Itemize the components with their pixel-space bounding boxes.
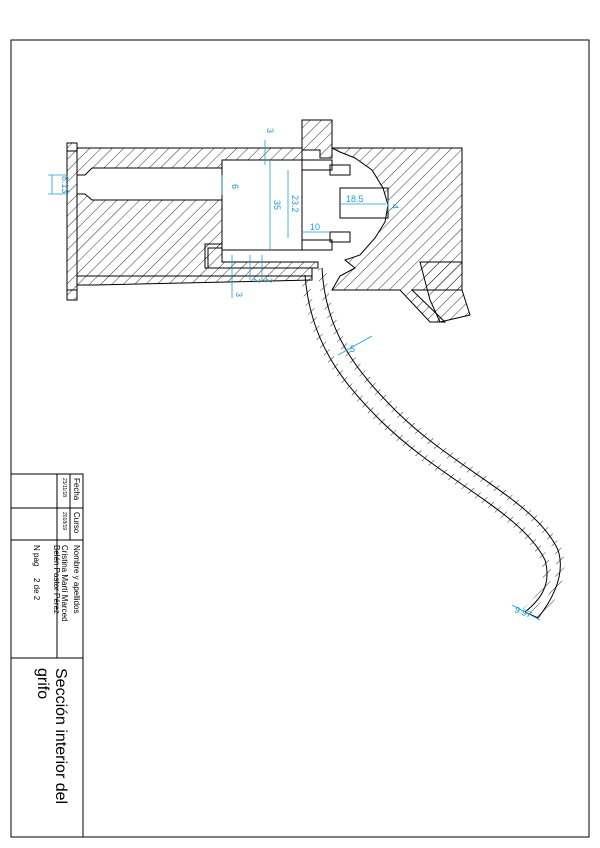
dim-8-13: 8.13 (60, 176, 70, 194)
dim-10: 10 (310, 222, 320, 232)
dim-35: 35 (272, 200, 282, 210)
curso-value: 2018/19 (61, 512, 67, 530)
sheet-border (10, 39, 590, 838)
nombre-label: Nombre y apellidos (72, 545, 81, 613)
spout-pipe (301, 267, 565, 621)
dim-2b: 2 (264, 278, 274, 283)
drawing-title-line2: grifo (34, 668, 51, 699)
npag-value: 2 de 2 (32, 578, 41, 601)
dim-18-5: 18.5 (346, 194, 364, 204)
fecha-value: 23/11/18 (61, 478, 67, 497)
npag-label: N pag (32, 545, 41, 566)
dimensions: 8.13 3 6 35 23.2 18.5 4 10 2 2 3 5 (48, 128, 541, 621)
dim-4: 4 (390, 204, 400, 209)
dim-3-top: 3 (265, 128, 275, 133)
dim-3-bottom: 3 (234, 292, 244, 297)
author-1: Cristina Martí Marced (60, 545, 69, 621)
dim-23-2: 23.2 (290, 195, 300, 213)
dim-6: 6 (230, 184, 240, 189)
dim-2a: 2 (252, 278, 262, 283)
dim-5: 5 (350, 344, 355, 354)
title-block: Fecha 23/11/18 Curso 2018/19 Nombre y ap… (10, 473, 84, 838)
drawing-title-line1: Sección interior del (52, 668, 69, 804)
faucet-body-section (66, 119, 471, 323)
author-2: Belén Pastor Pérez (52, 545, 61, 614)
fecha-label: Fecha (72, 478, 81, 501)
curso-label: Curso (72, 512, 81, 534)
